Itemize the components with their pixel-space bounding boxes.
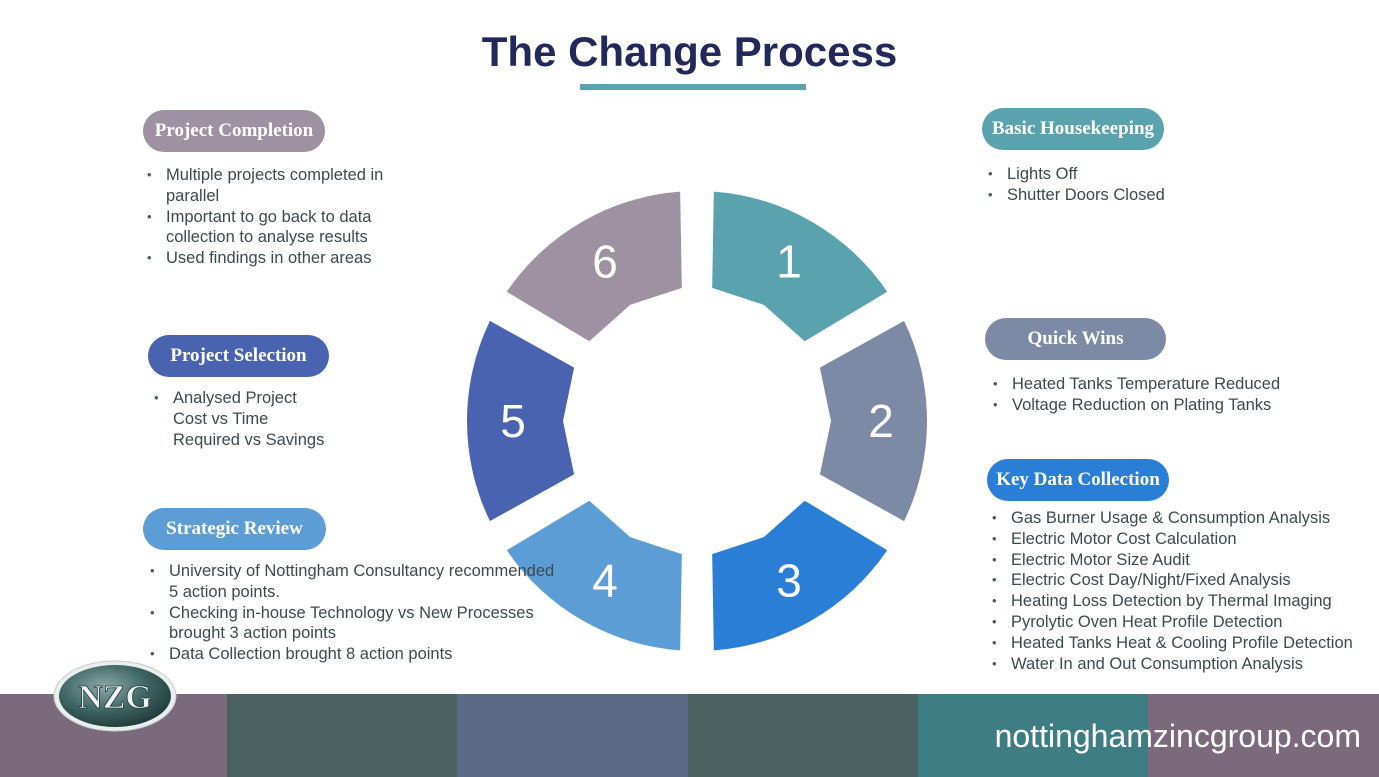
list-item: Electric Motor Size Audit (990, 550, 1375, 571)
footer-stripe (688, 694, 918, 777)
list-item: Heated Tanks Heat & Cooling Profile Dete… (990, 633, 1375, 654)
footer-stripe (918, 694, 1148, 777)
list-item: Checking in-house Technology vs New Proc… (148, 603, 558, 645)
wheel-segment-4 (506, 500, 682, 651)
list-item: Water In and Out Consumption Analysis (990, 654, 1375, 675)
list-subitem: Required vs Savings (173, 430, 325, 449)
list-item: Data Collection brought 8 action points (148, 644, 558, 665)
page-title: The Change Process (481, 28, 898, 75)
list-item: Lights Off (986, 164, 1286, 185)
basic-housekeeping-label: Basic Housekeeping (982, 108, 1164, 150)
list-item: Gas Burner Usage & Consumption Analysis (990, 508, 1375, 529)
list-item: Heating Loss Detection by Thermal Imagin… (990, 591, 1375, 612)
list-item: Pyrolytic Oven Heat Profile Detection (990, 612, 1375, 633)
footer-stripe (1148, 694, 1379, 777)
segment-number-2: 2 (868, 395, 894, 447)
title-underline (580, 84, 806, 90)
footer-stripe (227, 694, 457, 777)
website-url[interactable]: nottinghamzincgroup.com (994, 718, 1361, 754)
segment-number-5: 5 (500, 395, 526, 447)
list-item: Used findings in other areas (145, 248, 425, 269)
list-subitem: Cost vs Time (173, 409, 269, 428)
key-data-collection-list: Gas Burner Usage & Consumption Analysis … (990, 508, 1375, 674)
list-item: Voltage Reduction on Plating Tanks (991, 395, 1331, 416)
quick-wins-label: Quick Wins (985, 318, 1166, 360)
list-item: Electric Cost Day/Night/Fixed Analysis (990, 570, 1375, 591)
list-item: Electric Motor Cost Calculation (990, 529, 1375, 550)
list-item: Multiple projects completed in parallel (145, 165, 425, 207)
segment-number-1: 1 (776, 236, 802, 288)
logo-text: NZG (78, 679, 152, 716)
list-item: Important to go back to data collection … (145, 207, 425, 249)
wheel-segment-3 (712, 500, 888, 651)
list-item: University of Nottingham Consultancy rec… (148, 561, 558, 603)
segment-number-4: 4 (592, 554, 618, 606)
segment-number-3: 3 (776, 554, 802, 606)
basic-housekeeping-list: Lights Off Shutter Doors Closed (986, 164, 1286, 206)
project-completion-label: Project Completion (143, 110, 325, 152)
segment-number-6: 6 (592, 236, 618, 288)
list-item: Analysed Project (152, 388, 432, 409)
nzg-logo: NZG (53, 660, 177, 732)
strategic-review-list: University of Nottingham Consultancy rec… (148, 561, 558, 665)
strategic-review-label: Strategic Review (143, 508, 326, 550)
project-completion-list: Multiple projects completed in parallel … (145, 165, 425, 269)
wheel-segment-1 (712, 191, 888, 342)
footer-stripes (0, 694, 1379, 777)
project-selection-list: Analysed Project Cost vs Time Required v… (152, 388, 432, 450)
footer-stripe (457, 694, 688, 777)
key-data-collection-label: Key Data Collection (987, 459, 1169, 501)
wheel-segment-2 (819, 320, 927, 522)
list-item: Shutter Doors Closed (986, 185, 1286, 206)
list-item: Heated Tanks Temperature Reduced (991, 374, 1331, 395)
wheel-segment-5 (467, 320, 575, 522)
quick-wins-list: Heated Tanks Temperature Reduced Voltage… (991, 374, 1331, 416)
project-selection-label: Project Selection (148, 335, 329, 377)
wheel-segment-6 (506, 191, 682, 342)
